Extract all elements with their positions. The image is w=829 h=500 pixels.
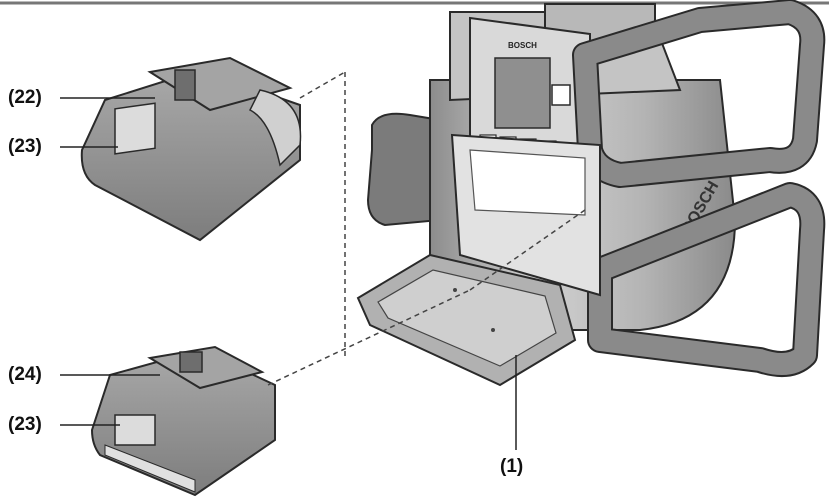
callout-1: (1) <box>500 456 524 477</box>
battery-22-contact-end <box>248 89 302 167</box>
battery-24 <box>90 345 276 497</box>
battery-22-release-button <box>174 69 196 101</box>
battery-22-type-label <box>114 102 156 155</box>
cover-screw <box>491 328 495 332</box>
callout-22: (22) <box>8 87 42 108</box>
callout-24: (24) <box>8 364 42 385</box>
cover-inner-tray <box>377 269 557 367</box>
battery-24-type-label <box>114 414 156 446</box>
battery-24-release-button <box>179 351 203 373</box>
insertion-guides <box>267 71 586 386</box>
leader-lines <box>60 97 517 450</box>
battery-24-slide-rail <box>147 345 265 390</box>
battery-22 <box>80 56 302 242</box>
display-screen <box>494 57 551 129</box>
callout-23-top: (23) <box>8 136 42 157</box>
compartment-interior <box>469 149 586 216</box>
panel-brand-text: BOSCH <box>508 41 537 50</box>
base-frame <box>589 184 824 375</box>
panel-button <box>551 84 571 106</box>
rotation-laser-device: BOSCH BOSCH <box>356 0 826 387</box>
cover-screw <box>453 288 457 292</box>
guide-line <box>299 71 346 99</box>
guide-line <box>267 289 471 386</box>
battery-24-vent-grille <box>104 444 196 493</box>
callout-23-bottom: (23) <box>8 414 42 435</box>
